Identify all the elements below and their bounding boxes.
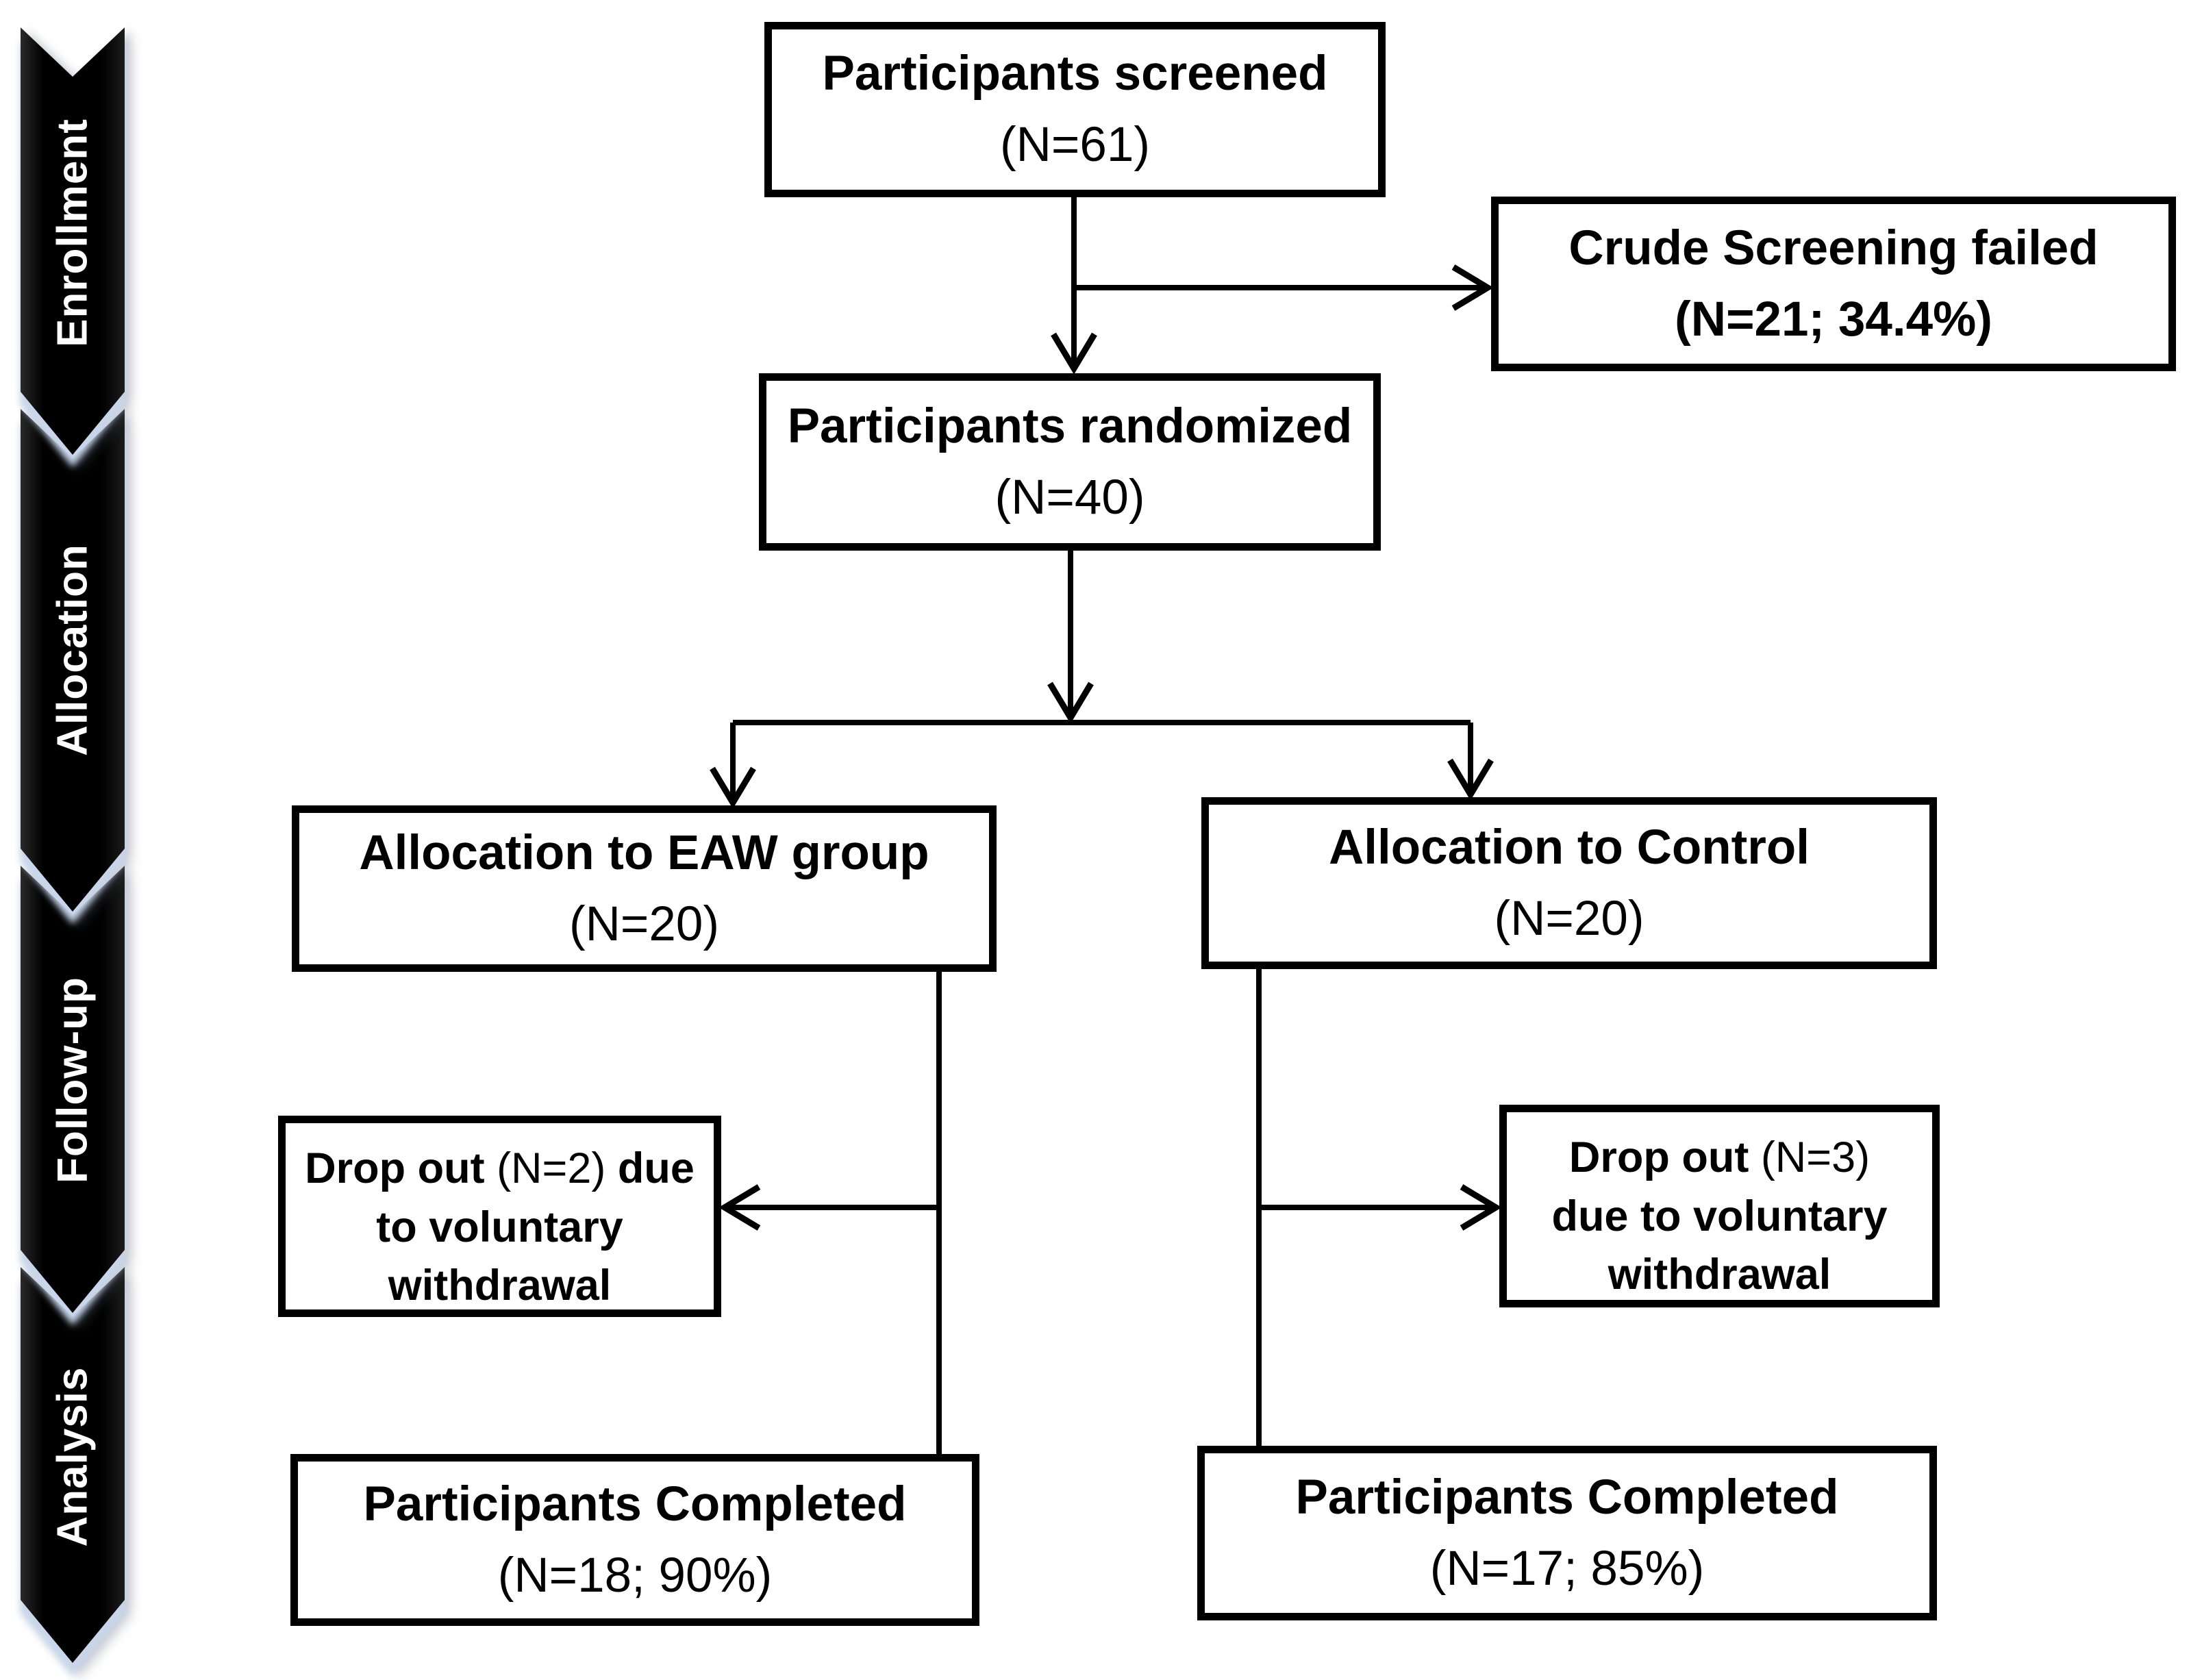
phase-banner-follow-up: Follow-up bbox=[21, 866, 125, 1313]
box-participants-screened: Participants screened(N=61) bbox=[764, 22, 1386, 197]
box-crude-screening-failed: Crude Screening failed(N=21; 34.4%) bbox=[1491, 197, 2176, 371]
phase-banner-analysis: Analysis bbox=[21, 1267, 125, 1663]
phase-banner-enrollment: Enrollment bbox=[21, 27, 125, 455]
box-allocation-control: Allocation to Control(N=20) bbox=[1201, 797, 1937, 969]
phase-label-enrollment: Enrollment bbox=[49, 118, 97, 347]
phase-label-follow-up: Follow-up bbox=[49, 977, 97, 1184]
phase-banner-allocation: Allocation bbox=[21, 409, 125, 912]
phase-label-analysis: Analysis bbox=[49, 1366, 97, 1547]
phase-label-allocation: Allocation bbox=[49, 544, 97, 757]
box-participants-completed-eaw: Participants Completed(N=18; 90%) bbox=[290, 1454, 979, 1626]
box-participants-completed-control: Participants Completed(N=17; 85%) bbox=[1197, 1446, 1937, 1620]
box-participants-randomized: Participants randomized(N=40) bbox=[759, 373, 1381, 551]
box-allocation-eaw-group: Allocation to EAW group(N=20) bbox=[292, 805, 997, 972]
